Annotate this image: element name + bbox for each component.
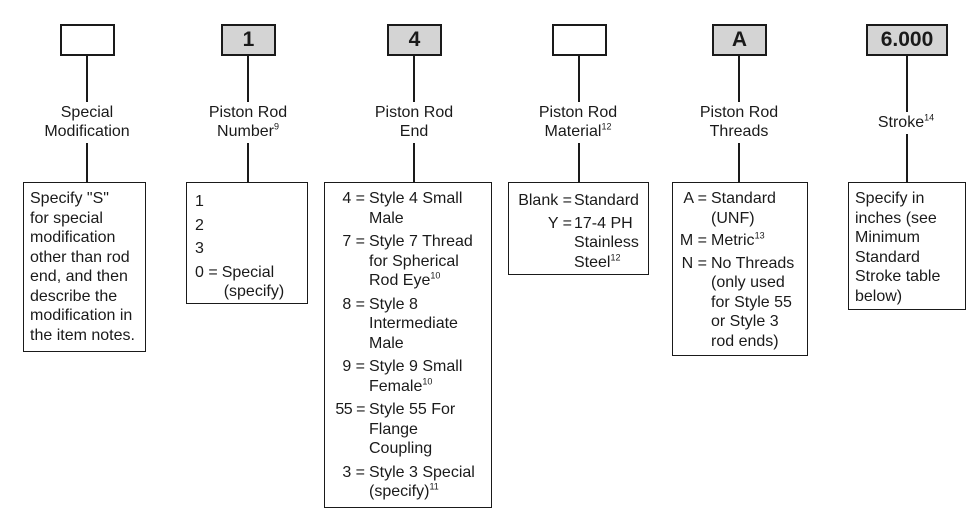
connector-line xyxy=(413,56,415,102)
connector-line xyxy=(738,143,740,182)
rod-end-option-55: 55 = Style 55 For Flange Coupling xyxy=(335,401,456,457)
connector-line xyxy=(247,143,249,182)
connector-line xyxy=(247,56,249,102)
special-modification-code-box xyxy=(60,24,115,56)
special-modification-description-box: Specify "S" for special modification oth… xyxy=(23,182,146,352)
connector-line xyxy=(906,56,908,112)
piston-rod-material-code-box xyxy=(552,24,607,56)
piston-rod-number-options-box: 1 2 3 0 = Special (specify) xyxy=(186,182,308,304)
rod-end-option-4: 4 = Style 4 Small Male xyxy=(342,190,463,227)
stroke-description-box: Specify in inches (see Minimum Standard … xyxy=(848,182,966,310)
piston-rod-material-options-box: Blank = Standard Y = 17-4 PH Stainless S… xyxy=(508,182,649,275)
rod-material-option-y: Y = 17-4 PH Stainless Steel12 xyxy=(547,214,639,271)
rod-end-option-9: 9 = Style 9 Small Female10 xyxy=(342,358,463,395)
stroke-code-box: 6.000 xyxy=(866,24,948,56)
connector-line xyxy=(413,143,415,182)
connector-line xyxy=(578,56,580,102)
piston-rod-number-code-box: 1 xyxy=(221,24,276,56)
connector-line xyxy=(578,143,580,182)
rod-threads-option-n: N = No Threads (only used for Style 55 o… xyxy=(681,254,795,350)
piston-rod-end-code-box: 4 xyxy=(387,24,442,56)
rod-end-option-3: 3 = Style 3 Special (specify)11 xyxy=(342,463,475,501)
rod-end-option-7: 7 = Style 7 Thread for Spherical Rod Eye… xyxy=(342,233,473,289)
rod-end-option-8: 8 = Style 8 Intermediate Male xyxy=(342,295,458,352)
piston-rod-end-label: Piston Rod End xyxy=(374,104,454,140)
stroke-label: Stroke14 xyxy=(877,112,935,131)
connector-line xyxy=(86,143,88,182)
connector-line xyxy=(906,134,908,182)
piston-rod-threads-label: Piston Rod Threads xyxy=(699,104,779,140)
piston-rod-threads-options-box: A = Standard (UNF) M = Metric13 N = No T… xyxy=(672,182,808,356)
connector-line xyxy=(738,56,740,102)
piston-rod-end-options-box: 4 = Style 4 Small Male 7 = Style 7 Threa… xyxy=(324,182,492,508)
rod-threads-option-a: A = Standard (UNF) xyxy=(683,190,776,227)
special-modification-label: Special Modification xyxy=(44,104,130,140)
piston-rod-threads-code-box: A xyxy=(712,24,767,56)
rod-threads-option-m: M = Metric13 xyxy=(679,230,765,249)
piston-rod-number-label: Piston Rod Number9 xyxy=(208,104,288,140)
connector-line xyxy=(86,56,88,102)
piston-rod-material-label: Piston Rod Material12 xyxy=(538,104,618,140)
rod-material-option-blank: Blank = Standard xyxy=(518,192,639,209)
